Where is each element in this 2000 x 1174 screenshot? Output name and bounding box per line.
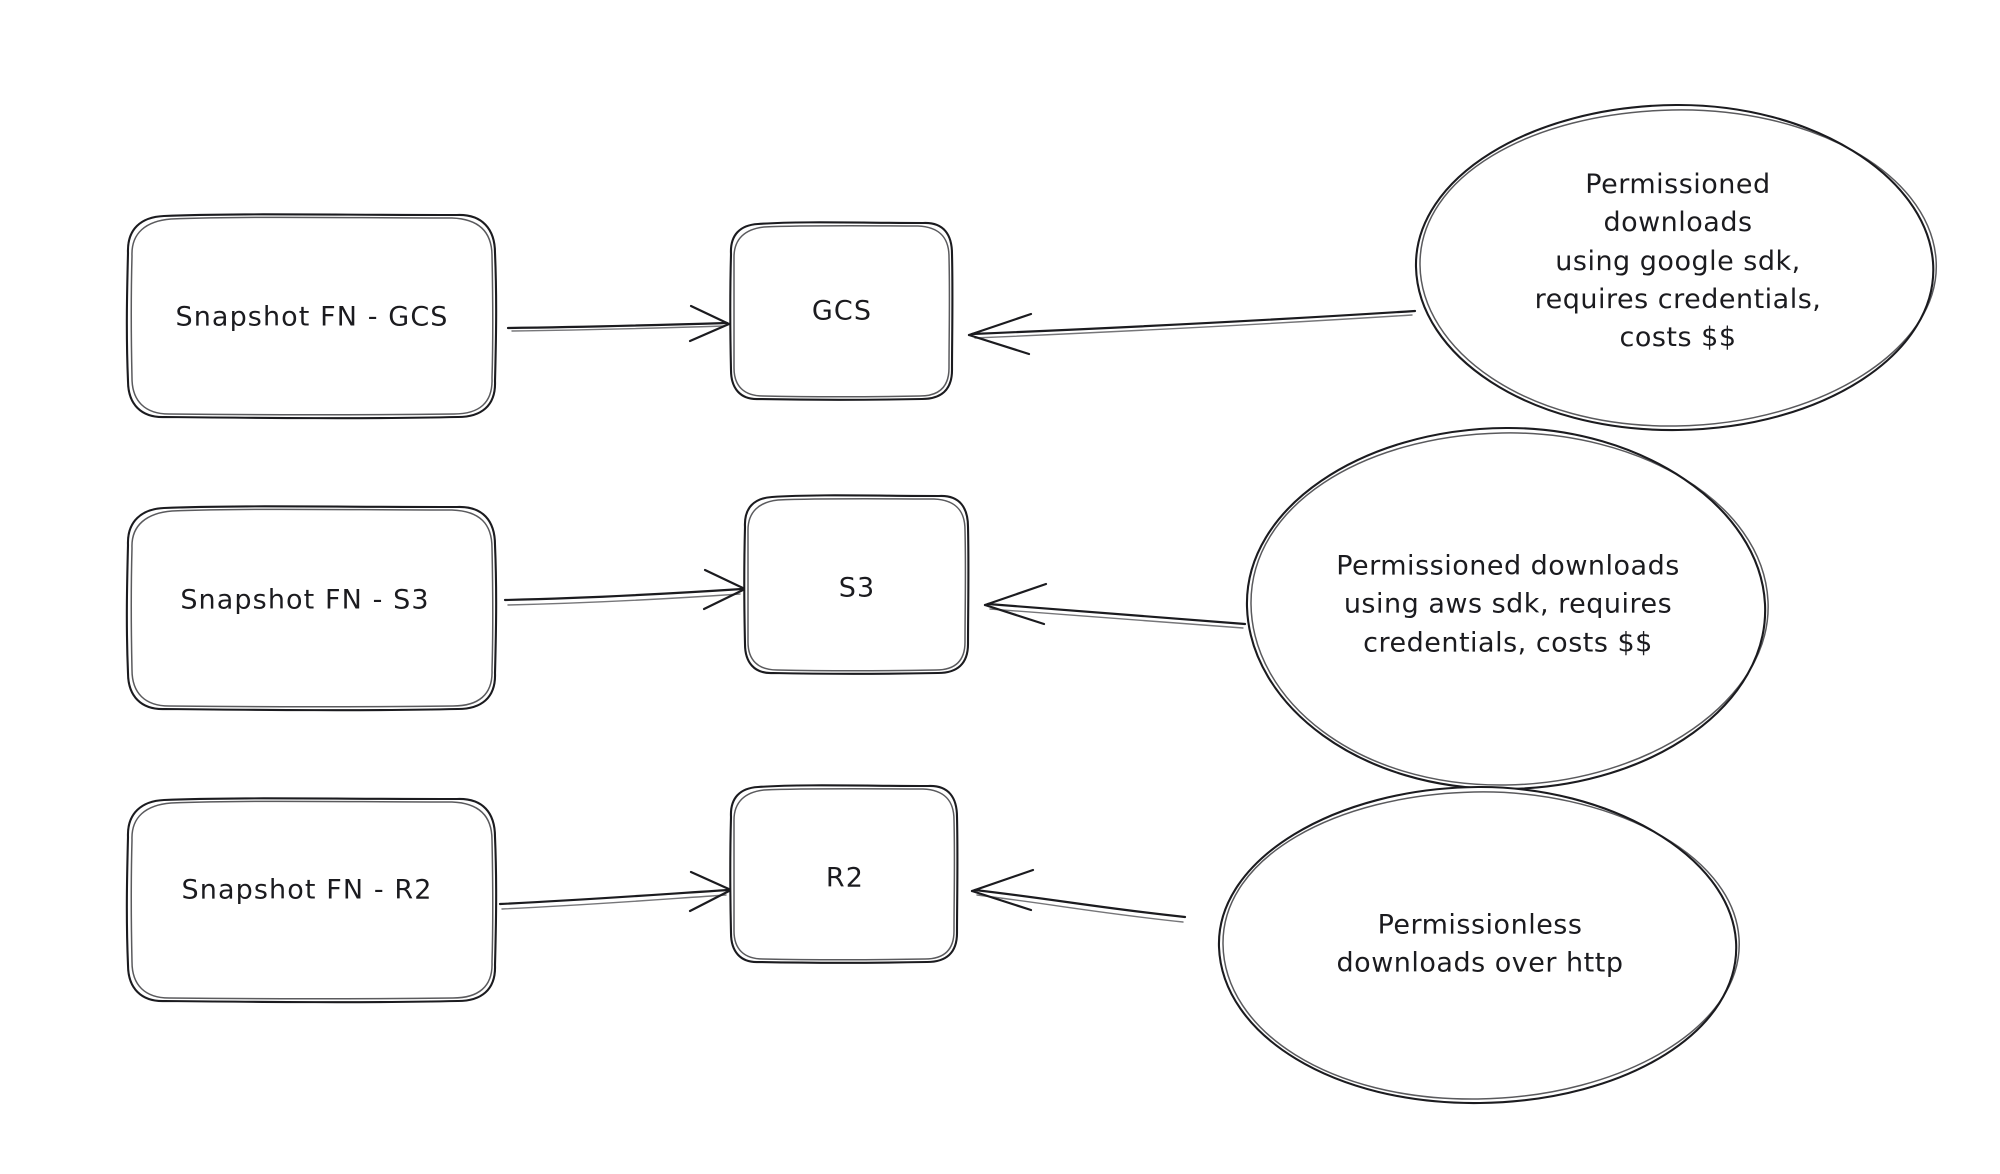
node-snapshot-fn-gcs[interactable]: [125, 213, 498, 420]
note-ellipse-r2[interactable]: [1217, 785, 1740, 1105]
arrow-note-to-r2: [970, 868, 1187, 923]
node-r2[interactable]: [729, 784, 959, 964]
arrow-note-to-s3: [983, 582, 1247, 629]
node-s3[interactable]: [743, 494, 970, 675]
row-s3: [125, 426, 1769, 791]
arrow-snapshot-gcs-to-gcs: [506, 304, 731, 343]
arrow-snapshot-s3-to-s3: [503, 568, 747, 611]
note-ellipse-s3[interactable]: [1245, 426, 1769, 791]
arrow-note-to-gcs: [967, 309, 1417, 356]
arrow-snapshot-r2-to-r2: [498, 870, 733, 913]
row-gcs: [125, 103, 1937, 432]
note-ellipse-gcs[interactable]: [1414, 103, 1937, 432]
node-snapshot-fn-r2[interactable]: [125, 797, 498, 1004]
node-snapshot-fn-s3[interactable]: [125, 505, 498, 712]
row-r2: [125, 784, 1740, 1105]
node-gcs[interactable]: [729, 221, 954, 401]
